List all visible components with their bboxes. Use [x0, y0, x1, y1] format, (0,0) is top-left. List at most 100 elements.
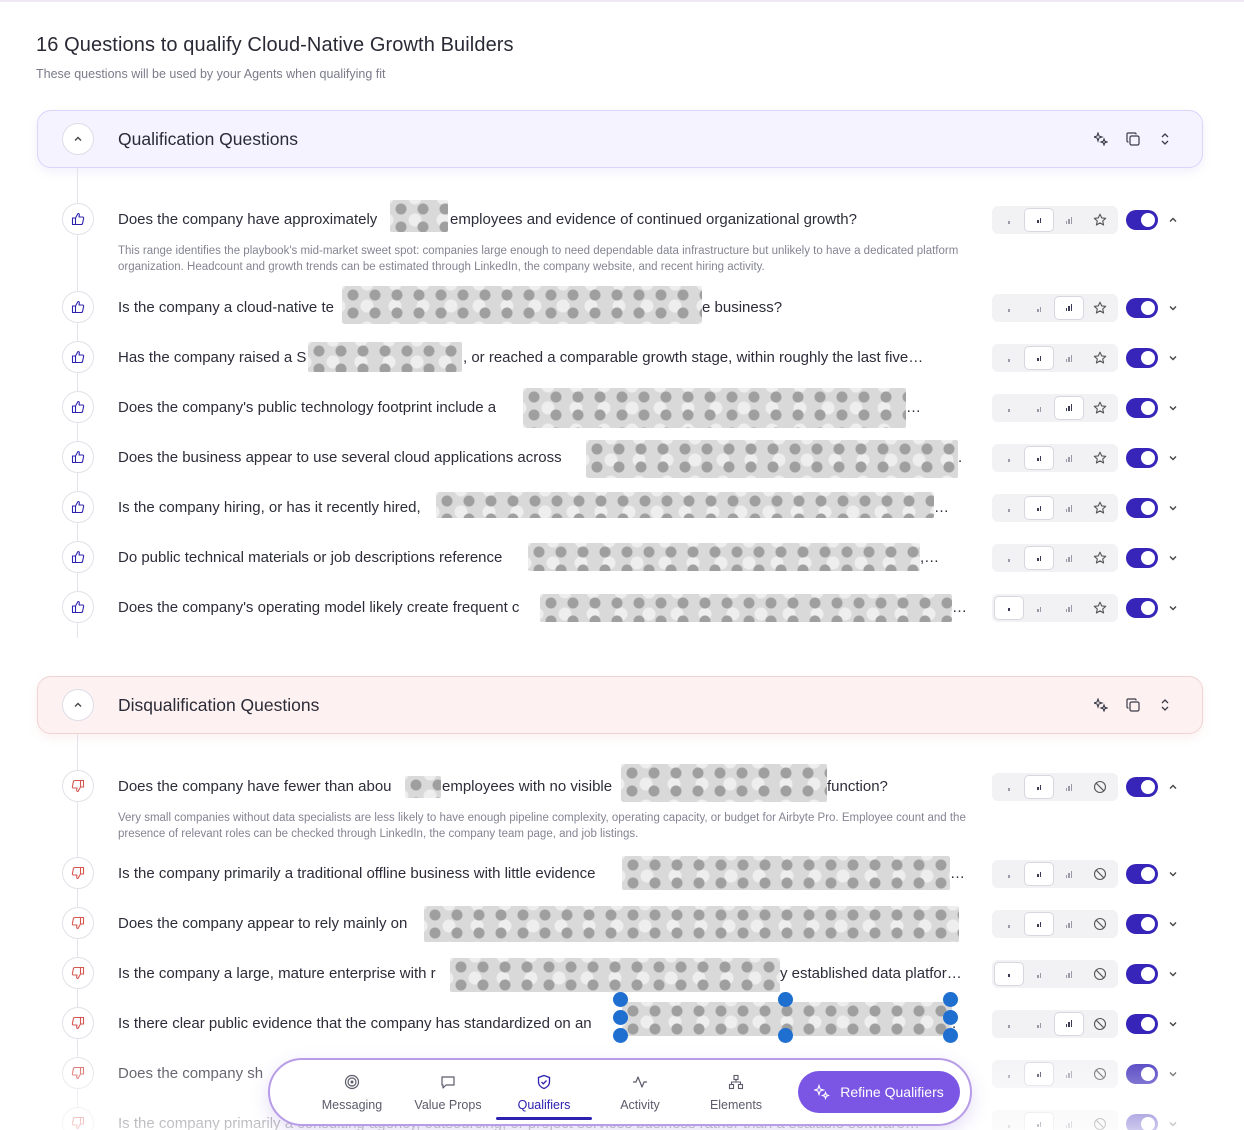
importance-level-selector[interactable]	[992, 494, 1118, 522]
importance-level-selector[interactable]	[992, 344, 1118, 372]
importance-level-1-button[interactable]	[994, 775, 1024, 799]
importance-level-1-button[interactable]	[994, 346, 1024, 370]
collapse-section-button[interactable]	[62, 689, 94, 721]
nav-qualifiers[interactable]: Qualifiers	[496, 1064, 592, 1120]
nav-activity[interactable]: Activity	[592, 1064, 688, 1120]
question-row[interactable]: Does the company's public technology foo…	[0, 389, 1244, 429]
importance-level-2-button[interactable]	[1024, 346, 1054, 370]
importance-level-3-button[interactable]	[1054, 346, 1084, 370]
importance-level-2-button[interactable]	[1024, 1112, 1054, 1130]
copy-icon[interactable]	[1124, 130, 1142, 148]
nav-messaging[interactable]: Messaging	[304, 1064, 400, 1120]
importance-level-selector[interactable]	[992, 444, 1118, 472]
importance-level-2-button[interactable]	[1024, 208, 1054, 232]
importance-level-1-button[interactable]	[994, 912, 1024, 936]
chevron-up-icon[interactable]	[1166, 780, 1180, 794]
star-icon[interactable]	[1085, 296, 1115, 320]
enabled-toggle[interactable]	[1126, 448, 1158, 468]
star-icon[interactable]	[1085, 596, 1115, 620]
star-icon[interactable]	[1085, 496, 1115, 520]
chevron-down-icon[interactable]	[1166, 601, 1180, 615]
enabled-toggle[interactable]	[1126, 964, 1158, 984]
selection-handle[interactable]	[613, 992, 628, 1007]
question-row[interactable]: Does the company appear to rely mainly o…	[0, 905, 1244, 945]
importance-level-3-button[interactable]	[1054, 1112, 1084, 1130]
importance-level-3-button[interactable]	[1054, 596, 1084, 620]
importance-level-2-button[interactable]	[1024, 775, 1054, 799]
importance-level-selector[interactable]	[992, 294, 1118, 322]
disqualification-section-header[interactable]: Disqualification Questions	[37, 676, 1203, 734]
importance-level-selector[interactable]	[992, 594, 1118, 622]
importance-level-selector[interactable]	[992, 1110, 1118, 1130]
star-icon[interactable]	[1085, 546, 1115, 570]
importance-level-2-button[interactable]	[1024, 862, 1054, 886]
ban-icon[interactable]	[1085, 775, 1115, 799]
importance-level-1-button[interactable]	[994, 546, 1024, 570]
chevron-down-icon[interactable]	[1166, 867, 1180, 881]
ban-icon[interactable]	[1085, 1012, 1115, 1036]
selection-handle[interactable]	[778, 1028, 793, 1043]
importance-level-3-button[interactable]	[1054, 962, 1084, 986]
chevron-down-icon[interactable]	[1166, 501, 1180, 515]
chevron-down-icon[interactable]	[1166, 401, 1180, 415]
importance-level-selector[interactable]	[992, 394, 1118, 422]
nav-value-props[interactable]: Value Props	[400, 1064, 496, 1120]
enabled-toggle[interactable]	[1126, 498, 1158, 518]
ban-icon[interactable]	[1085, 962, 1115, 986]
importance-level-2-button[interactable]	[1024, 1062, 1054, 1086]
chevron-up-icon[interactable]	[1166, 213, 1180, 227]
importance-level-3-button[interactable]	[1054, 208, 1084, 232]
importance-level-1-button[interactable]	[994, 596, 1024, 620]
selection-handle[interactable]	[778, 992, 793, 1007]
enabled-toggle[interactable]	[1126, 777, 1158, 797]
importance-level-selector[interactable]	[992, 960, 1118, 988]
question-row[interactable]: Is the company hiring, or has it recentl…	[0, 489, 1244, 529]
importance-level-2-button[interactable]	[1024, 296, 1054, 320]
ban-icon[interactable]	[1085, 1062, 1115, 1086]
importance-level-3-button[interactable]	[1054, 1062, 1084, 1086]
selection-handle[interactable]	[613, 1010, 628, 1025]
importance-level-3-button[interactable]	[1054, 446, 1084, 470]
chevron-down-icon[interactable]	[1166, 351, 1180, 365]
nav-elements[interactable]: Elements	[688, 1064, 784, 1120]
expand-collapse-icon[interactable]	[1156, 130, 1174, 148]
question-row[interactable]: Is there clear public evidence that the …	[0, 1005, 1244, 1045]
enabled-toggle[interactable]	[1126, 1014, 1158, 1034]
importance-level-selector[interactable]	[992, 1060, 1118, 1088]
importance-level-selector[interactable]	[992, 910, 1118, 938]
selection-handle[interactable]	[613, 1028, 628, 1043]
importance-level-1-button[interactable]	[994, 1112, 1024, 1130]
copy-icon[interactable]	[1124, 696, 1142, 714]
selection-handle[interactable]	[943, 992, 958, 1007]
importance-level-3-button[interactable]	[1054, 546, 1084, 570]
importance-level-3-button[interactable]	[1054, 396, 1084, 420]
importance-level-selector[interactable]	[992, 773, 1118, 801]
importance-level-1-button[interactable]	[994, 396, 1024, 420]
ban-icon[interactable]	[1085, 912, 1115, 936]
importance-level-2-button[interactable]	[1024, 596, 1054, 620]
importance-level-selector[interactable]	[992, 1010, 1118, 1038]
enabled-toggle[interactable]	[1126, 548, 1158, 568]
importance-level-3-button[interactable]	[1054, 912, 1084, 936]
enabled-toggle[interactable]	[1126, 598, 1158, 618]
enabled-toggle[interactable]	[1126, 864, 1158, 884]
question-row[interactable]: Is the company a large, mature enterpris…	[0, 955, 1244, 995]
importance-level-2-button[interactable]	[1024, 546, 1054, 570]
refine-qualifiers-button[interactable]: Refine Qualifiers	[798, 1071, 960, 1113]
ban-icon[interactable]	[1085, 862, 1115, 886]
enabled-toggle[interactable]	[1126, 298, 1158, 318]
star-icon[interactable]	[1085, 396, 1115, 420]
ban-icon[interactable]	[1085, 1112, 1115, 1130]
star-icon[interactable]	[1085, 346, 1115, 370]
enabled-toggle[interactable]	[1126, 348, 1158, 368]
importance-level-2-button[interactable]	[1024, 912, 1054, 936]
importance-level-2-button[interactable]	[1024, 496, 1054, 520]
chevron-down-icon[interactable]	[1166, 967, 1180, 981]
sparkle-icon[interactable]	[1092, 696, 1110, 714]
selection-handle[interactable]	[943, 1028, 958, 1043]
sparkle-icon[interactable]	[1092, 130, 1110, 148]
importance-level-3-button[interactable]	[1054, 496, 1084, 520]
